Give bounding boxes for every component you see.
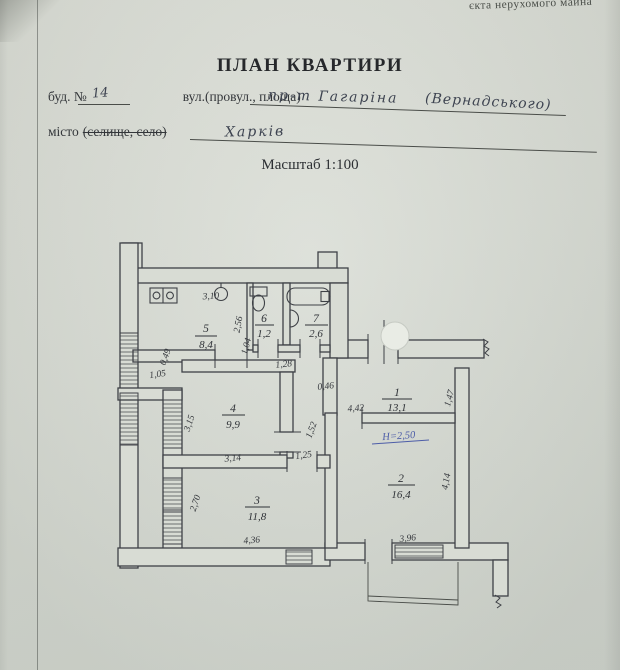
room-labels: 5 8,4 6 1,2 7 2,6 1 13,1 4 9,9 2 16,4 3 … bbox=[195, 313, 415, 523]
toilet-icon bbox=[249, 286, 268, 312]
window-icon bbox=[285, 549, 313, 565]
document-title: ПЛАН КВАРТИРИ bbox=[216, 55, 404, 76]
dim-3-10: 3,10 bbox=[201, 292, 219, 303]
room-number: 2 bbox=[398, 473, 404, 485]
window-icon bbox=[119, 332, 139, 389]
stove-icon bbox=[149, 287, 178, 304]
street-label: вул.(провул., площа) bbox=[182, 89, 301, 104]
dim-1-25: 1,25 bbox=[295, 450, 313, 462]
dim-2-70: 2,70 bbox=[189, 494, 204, 513]
dim-4-42: 4,42 bbox=[347, 403, 365, 414]
window-icon bbox=[162, 399, 183, 449]
fixtures bbox=[149, 283, 331, 328]
bathtub-icon bbox=[286, 287, 331, 306]
ceiling-height-note: Н=2,50 bbox=[381, 430, 416, 443]
building-number-underline bbox=[78, 104, 130, 105]
building-label: буд. № bbox=[48, 89, 87, 104]
dim-3-96: 3,96 bbox=[398, 533, 417, 545]
sink-icon bbox=[213, 283, 229, 302]
dim-1-52: 1,52 bbox=[305, 421, 320, 440]
dim-1-04: 1,04 bbox=[240, 337, 254, 356]
room-number: 4 bbox=[230, 403, 236, 415]
dim-4-36: 4,36 bbox=[243, 535, 261, 546]
room-area: 8,4 bbox=[199, 339, 213, 351]
balcony-outline bbox=[367, 562, 459, 606]
city-underline bbox=[189, 139, 597, 153]
room-area: 1,2 bbox=[257, 328, 271, 340]
dim-3-14: 3,14 bbox=[223, 453, 242, 465]
room-area: 16,4 bbox=[391, 489, 411, 501]
dim-1-28: 1,28 bbox=[275, 359, 293, 371]
dim-3-15: 3,15 bbox=[182, 414, 197, 434]
windows bbox=[119, 332, 444, 565]
room-area: 13,1 bbox=[387, 402, 406, 414]
room-area: 11,8 bbox=[248, 511, 267, 523]
floor-plan: 5 8,4 6 1,2 7 2,6 1 13,1 4 9,9 2 16,4 3 … bbox=[117, 242, 509, 609]
window-icon bbox=[394, 544, 444, 559]
room-number: 3 bbox=[253, 495, 260, 507]
page-corner-shadow bbox=[0, 0, 70, 42]
header-note: єкта нерухомого майна bbox=[468, 0, 593, 13]
left-margin-line bbox=[37, 0, 38, 670]
city-handwritten: Харків bbox=[224, 123, 286, 141]
city-label-struck: (селище, село) bbox=[82, 124, 167, 139]
scale-note: Масштаб 1:100 bbox=[261, 157, 359, 173]
building-number-handwritten: 14 bbox=[91, 85, 110, 102]
window-icon bbox=[162, 477, 183, 511]
wall-break-mark bbox=[494, 594, 502, 609]
room-number: 7 bbox=[313, 313, 320, 325]
room-number: 1 bbox=[394, 387, 400, 399]
room-area: 9,9 bbox=[226, 419, 240, 431]
window-icon bbox=[119, 392, 139, 446]
door-openings bbox=[214, 320, 399, 564]
wall-break-mark bbox=[482, 338, 490, 357]
room-number: 5 bbox=[203, 323, 209, 335]
dim-1-05: 1,05 bbox=[149, 369, 167, 381]
dim-0-46: 0,46 bbox=[317, 381, 335, 393]
room-area: 2,6 bbox=[309, 328, 323, 340]
washbasin-icon bbox=[289, 309, 299, 328]
room-number: 6 bbox=[261, 313, 267, 325]
window-icon bbox=[162, 511, 183, 545]
dim-2-56: 2,56 bbox=[233, 315, 246, 333]
street-handwritten: пр-т Гагаріна bbox=[267, 87, 399, 107]
hole-punch-mark bbox=[380, 321, 410, 351]
dim-1-47: 1,47 bbox=[443, 388, 457, 408]
dim-4-14: 4,14 bbox=[441, 472, 454, 490]
city-label: місто bbox=[48, 124, 79, 139]
city-row: місто (селище, село) bbox=[48, 123, 167, 141]
address-row: буд. № вул.(провул., площа) bbox=[48, 88, 301, 106]
